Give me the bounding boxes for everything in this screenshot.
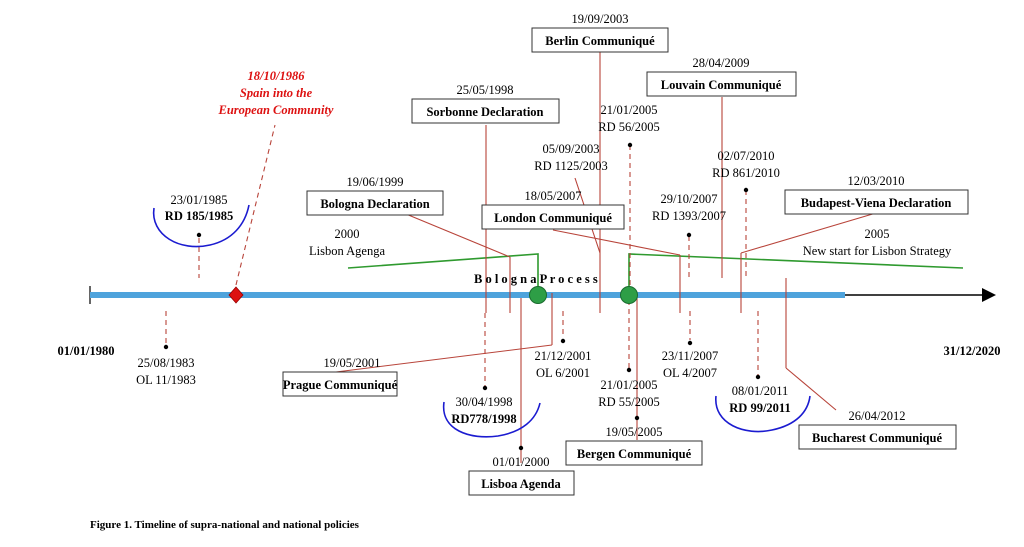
dot-bergen <box>634 415 640 421</box>
law-rd185-label: RD 185/1985 <box>165 209 233 223</box>
lisbon-new-start-line <box>628 253 964 293</box>
label-lisboa: Lisboa Agenda <box>481 477 561 491</box>
law-rd56-label: RD 56/2005 <box>598 120 659 134</box>
law-ol6-label: OL 6/2001 <box>536 366 590 380</box>
law-rd99-date: 08/01/2011 <box>732 384 788 398</box>
box-prague <box>282 371 398 397</box>
dot-rd185 <box>196 232 202 238</box>
date-budapest: 12/03/2010 <box>848 174 905 188</box>
lisbon-start-year: 2000 <box>335 227 360 241</box>
timeline-bar <box>90 292 845 298</box>
connector-bologna <box>405 213 511 258</box>
box-lisboa <box>468 470 575 496</box>
date-louvain: 28/04/2009 <box>693 56 750 70</box>
law-rd1393-label: RD 1393/2007 <box>652 209 726 223</box>
date-sorbonne: 25/05/1998 <box>457 83 514 97</box>
highlight-rd778 <box>442 401 541 438</box>
law-rd55-date: 21/01/2005 <box>601 378 658 392</box>
law-rd1125-label: RD 1125/2003 <box>534 159 608 173</box>
label-bergen: Bergen Communiqué <box>577 447 692 461</box>
dot-lisboa <box>518 445 524 451</box>
law-rd1125-date: 05/09/2003 <box>543 142 600 156</box>
date-berlin: 19/09/2003 <box>572 12 629 26</box>
spain-diamond-marker <box>228 286 244 304</box>
box-berlin <box>531 27 669 53</box>
label-sorbonne: Sorbonne Declaration <box>426 105 543 119</box>
bologna-process-label: B o l o g n a P r o c e s s <box>474 272 598 286</box>
law-connectors <box>165 124 759 386</box>
marker-lisbon-2005 <box>620 286 638 304</box>
law-rd55-label: RD 55/2005 <box>598 395 659 409</box>
law-rd56-date: 21/01/2005 <box>601 103 658 117</box>
lisbon-new-label: New start for Lisbon Strategy <box>803 244 952 258</box>
date-bucharest: 26/04/2012 <box>849 409 906 423</box>
endpoint-dots <box>163 142 761 451</box>
law-ol4-label: OL 4/2007 <box>663 366 717 380</box>
date-london: 18/05/2007 <box>525 189 582 203</box>
highlight-arcs <box>152 204 811 438</box>
law-rd778-label: RD778/1998 <box>451 412 516 426</box>
lisbon-new-year: 2005 <box>865 227 890 241</box>
label-budapest: Budapest-Viena Declaration <box>801 196 952 210</box>
dot-rd99 <box>755 374 761 380</box>
connector-prague <box>335 344 553 373</box>
dot-rd56 <box>627 142 633 148</box>
law-rd1393-date: 29/10/2007 <box>661 192 718 206</box>
label-bologna: Bologna Declaration <box>320 197 429 211</box>
end-date-label: 31/12/2020 <box>944 344 1001 358</box>
label-bucharest: Bucharest Communiqué <box>812 431 942 445</box>
dot-ol4 <box>687 340 693 346</box>
law-rd861-label: RD 861/2010 <box>712 166 780 180</box>
law-ol4-date: 23/11/2007 <box>662 349 718 363</box>
dot-rd55 <box>626 367 632 373</box>
box-bucharest <box>798 424 957 450</box>
spain-line1: Spain into the <box>240 86 313 100</box>
dash-spain <box>235 124 276 286</box>
label-berlin: Berlin Communiqué <box>545 34 655 48</box>
connector-london <box>552 229 681 256</box>
timeline-arrowhead <box>982 288 996 302</box>
box-sorbonne <box>411 98 560 124</box>
box-bergen <box>565 440 703 466</box>
lisbon-agenda-line <box>347 253 539 293</box>
event-connectors <box>335 52 877 463</box>
law-rd861-date: 02/07/2010 <box>718 149 775 163</box>
label-prague: Prague Communiqué <box>283 378 398 392</box>
highlight-rd185 <box>152 204 250 248</box>
connector-bucharest <box>785 367 837 411</box>
highlight-rd99 <box>715 395 811 433</box>
dot-ol11 <box>163 344 169 350</box>
connector-budapest <box>740 212 877 254</box>
start-date-label: 01/01/1980 <box>58 344 115 358</box>
law-ol11-label: OL 11/1983 <box>136 373 196 387</box>
dot-ol6 <box>560 338 566 344</box>
label-louvain: Louvain Communiqué <box>661 78 782 92</box>
marker-lisbon-2000 <box>529 286 547 304</box>
box-bologna <box>306 190 444 216</box>
date-bergen: 19/05/2005 <box>606 425 663 439</box>
law-rd778-date: 30/04/1998 <box>456 395 513 409</box>
box-budapest <box>784 189 969 215</box>
figure-caption: Figure 1. Timeline of supra-national and… <box>90 519 360 531</box>
dot-rd778 <box>482 385 488 391</box>
law-ol11-date: 25/08/1983 <box>138 356 195 370</box>
spain-line2: European Community <box>218 103 334 117</box>
dot-rd861 <box>743 187 749 193</box>
date-prague: 19/05/2001 <box>324 356 381 370</box>
law-rd99-label: RD 99/2011 <box>729 401 790 415</box>
label-london: London Communiqué <box>494 211 612 225</box>
box-louvain <box>646 71 797 97</box>
law-rd185-date: 23/01/1985 <box>171 193 228 207</box>
date-bologna: 19/06/1999 <box>347 175 404 189</box>
spain-date: 18/10/1986 <box>248 69 306 83</box>
lisbon-start-label: Lisbon Agenga <box>309 244 385 258</box>
box-london <box>481 204 625 230</box>
law-ol6-date: 21/12/2001 <box>535 349 592 363</box>
dot-rd1393 <box>686 232 692 238</box>
date-lisboa: 01/01/2000 <box>493 455 550 469</box>
